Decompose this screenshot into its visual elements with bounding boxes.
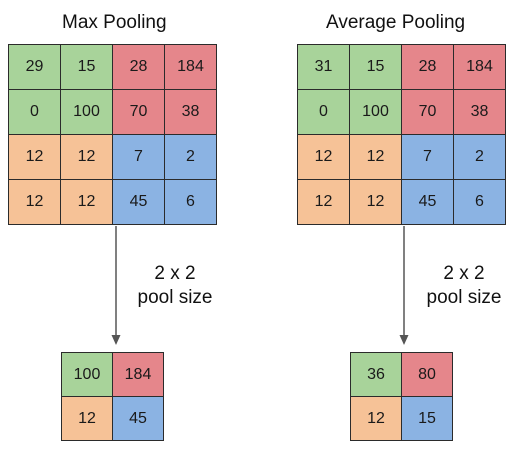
input-cell: 6 — [165, 180, 217, 225]
input-cell: 70 — [113, 90, 165, 135]
input-cell: 2 — [165, 135, 217, 180]
max-pooling-input-grid: 29 15 28 184 0 100 70 38 12 12 7 2 12 12… — [8, 44, 217, 225]
input-cell: 7 — [402, 135, 454, 180]
input-cell: 15 — [61, 45, 113, 90]
input-cell: 31 — [298, 45, 350, 90]
average-pooling-pool-size-label: 2 x 2 pool size — [419, 262, 509, 310]
input-cell: 100 — [61, 90, 113, 135]
output-cell: 36 — [351, 353, 402, 397]
output-cell: 12 — [351, 397, 402, 441]
max-pooling-pool-size-label: 2 x 2 pool size — [130, 262, 220, 310]
max-pooling-output-grid: 100 184 12 45 — [61, 352, 164, 441]
input-cell: 12 — [350, 180, 402, 225]
input-cell: 70 — [402, 90, 454, 135]
input-cell: 0 — [298, 90, 350, 135]
input-cell: 12 — [9, 180, 61, 225]
average-pooling-output-grid: 36 80 12 15 — [350, 352, 453, 441]
input-cell: 45 — [402, 180, 454, 225]
output-cell: 80 — [402, 353, 453, 397]
input-cell: 2 — [454, 135, 506, 180]
input-cell: 7 — [113, 135, 165, 180]
input-cell: 38 — [454, 90, 506, 135]
input-cell: 12 — [61, 180, 113, 225]
input-cell: 28 — [402, 45, 454, 90]
max-pooling-title: Max Pooling — [62, 12, 167, 33]
input-cell: 45 — [113, 180, 165, 225]
input-cell: 28 — [113, 45, 165, 90]
output-cell: 45 — [113, 397, 164, 441]
pool-size-line1: 2 x 2 — [443, 263, 485, 284]
input-cell: 100 — [350, 90, 402, 135]
average-pooling-input-grid: 31 15 28 184 0 100 70 38 12 12 7 2 12 12… — [297, 44, 506, 225]
output-cell: 15 — [402, 397, 453, 441]
output-cell: 12 — [62, 397, 113, 441]
input-cell: 12 — [61, 135, 113, 180]
input-cell: 6 — [454, 180, 506, 225]
input-cell: 38 — [165, 90, 217, 135]
output-cell: 184 — [113, 353, 164, 397]
pool-size-line2: pool size — [426, 287, 502, 308]
input-cell: 12 — [298, 135, 350, 180]
input-cell: 15 — [350, 45, 402, 90]
average-pooling-title: Average Pooling — [326, 12, 466, 33]
pool-size-line1: 2 x 2 — [154, 263, 196, 284]
input-cell: 184 — [454, 45, 506, 90]
output-cell: 100 — [62, 353, 113, 397]
input-cell: 12 — [9, 135, 61, 180]
input-cell: 12 — [298, 180, 350, 225]
input-cell: 12 — [350, 135, 402, 180]
input-cell: 29 — [9, 45, 61, 90]
input-cell: 0 — [9, 90, 61, 135]
input-cell: 184 — [165, 45, 217, 90]
pool-size-line2: pool size — [137, 287, 213, 308]
